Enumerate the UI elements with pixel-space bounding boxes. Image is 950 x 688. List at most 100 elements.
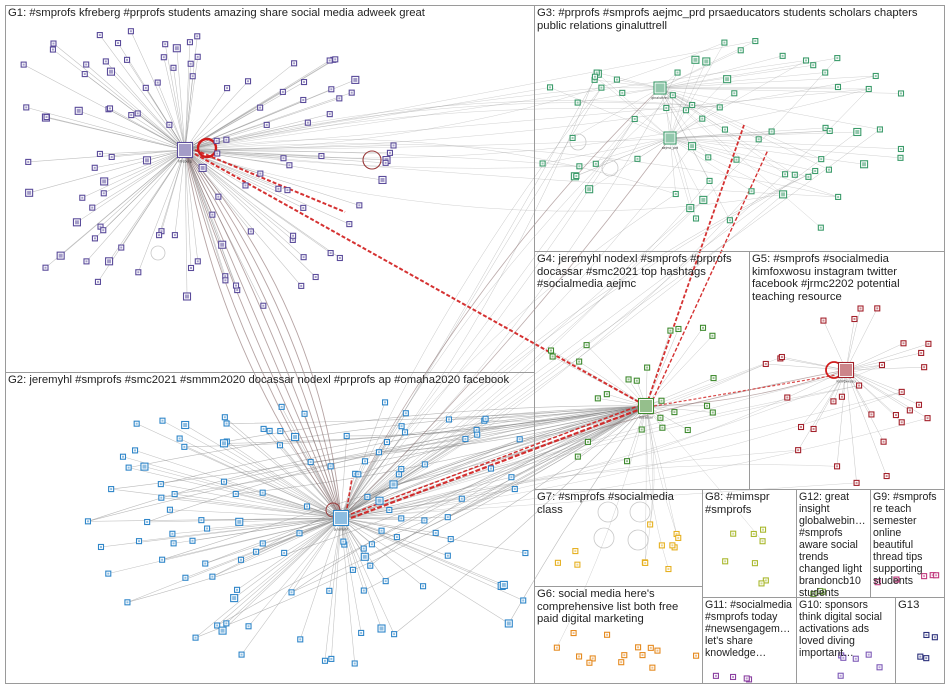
- node-avatar: [926, 417, 929, 420]
- node-avatar: [404, 412, 407, 415]
- node-avatar: [627, 378, 630, 381]
- node-avatar: [449, 538, 452, 541]
- node-avatar: [196, 260, 199, 263]
- node-avatar: [216, 152, 219, 155]
- node-avatar: [96, 280, 99, 283]
- node-avatar: [158, 234, 161, 237]
- node-avatar: [196, 55, 199, 58]
- node-avatar: [194, 636, 197, 639]
- node-avatar: [392, 144, 395, 147]
- node-avatar: [235, 284, 238, 287]
- edge: [184, 87, 228, 151]
- node-avatar: [93, 237, 96, 240]
- edge: [659, 87, 880, 130]
- self-loop: [196, 137, 218, 159]
- node-avatar: [171, 532, 174, 535]
- node-avatar: [827, 168, 830, 171]
- edge: [184, 149, 284, 159]
- node-avatar: [104, 60, 107, 63]
- node-avatar: [290, 591, 293, 594]
- edge: [255, 405, 647, 553]
- edge: [164, 44, 186, 151]
- node-avatar: [506, 621, 511, 626]
- edge: [659, 87, 822, 160]
- edge: [659, 72, 826, 89]
- node-avatar: [338, 97, 341, 100]
- node-avatar: [173, 234, 176, 237]
- node-avatar: [211, 213, 214, 216]
- edge: [329, 517, 342, 591]
- node-avatar: [576, 101, 579, 104]
- node-avatar: [661, 426, 664, 429]
- edge: [572, 87, 661, 139]
- node-avatar: [807, 175, 810, 178]
- node-avatar: [814, 170, 817, 173]
- hub-label: aejmc_prd: [662, 146, 679, 150]
- node-avatar: [640, 400, 652, 412]
- edge: [616, 79, 661, 89]
- self-loop: [627, 529, 649, 551]
- edge: [845, 369, 910, 411]
- node-avatar: [302, 256, 305, 259]
- node-avatar: [136, 112, 139, 115]
- node-avatar: [712, 377, 715, 380]
- edge: [340, 391, 902, 519]
- node-avatar: [867, 87, 870, 90]
- node-avatar: [191, 539, 194, 542]
- node-avatar: [733, 92, 736, 95]
- node-avatar: [200, 519, 203, 522]
- edge: [845, 369, 928, 419]
- node-avatar: [541, 162, 544, 165]
- node-avatar: [822, 319, 825, 322]
- node-avatar: [237, 519, 242, 524]
- edge: [577, 405, 647, 457]
- node-avatar: [586, 440, 589, 443]
- node-avatar: [761, 540, 764, 543]
- edge: [594, 76, 671, 139]
- edge: [845, 369, 887, 477]
- node-avatar: [129, 30, 132, 33]
- node-avatar: [51, 48, 54, 51]
- edge: [340, 429, 477, 519]
- edge: [596, 72, 661, 89]
- node-avatar: [292, 234, 295, 237]
- node-avatar: [160, 230, 163, 233]
- edge: [94, 149, 186, 239]
- edge: [659, 86, 838, 89]
- node-avatar: [935, 574, 938, 577]
- edge: [184, 446, 342, 519]
- node-avatar: [725, 77, 730, 82]
- edge: [340, 517, 524, 601]
- node-avatar: [377, 451, 380, 454]
- node-avatar: [753, 562, 756, 565]
- node-avatar: [714, 674, 717, 677]
- edge: [645, 377, 714, 407]
- edge: [163, 57, 186, 151]
- edge: [161, 497, 342, 519]
- group-panel-g9: G9: #smprofs re teach semester online be…: [870, 489, 945, 598]
- node-avatar: [764, 579, 767, 582]
- edge: [184, 98, 340, 151]
- node-avatar: [578, 655, 581, 658]
- edge: [340, 118, 635, 519]
- node-avatar: [99, 225, 102, 228]
- node-avatar: [397, 473, 400, 476]
- edge: [574, 137, 671, 177]
- node-avatar: [262, 427, 265, 430]
- node-avatar: [691, 104, 694, 107]
- node-avatar: [423, 463, 426, 466]
- node-avatar: [81, 196, 84, 199]
- edge: [184, 107, 687, 151]
- edge: [340, 137, 671, 519]
- node-avatar: [353, 662, 356, 665]
- edge: [669, 137, 704, 200]
- node-avatar: [752, 532, 755, 535]
- hub-label: kimfoxwosu: [837, 380, 856, 384]
- edge: [490, 405, 647, 469]
- self-loop: [597, 501, 619, 523]
- node-avatar: [876, 581, 879, 584]
- edge: [184, 42, 725, 151]
- node-avatar: [931, 574, 934, 577]
- edge: [223, 405, 647, 482]
- node-avatar: [380, 529, 383, 532]
